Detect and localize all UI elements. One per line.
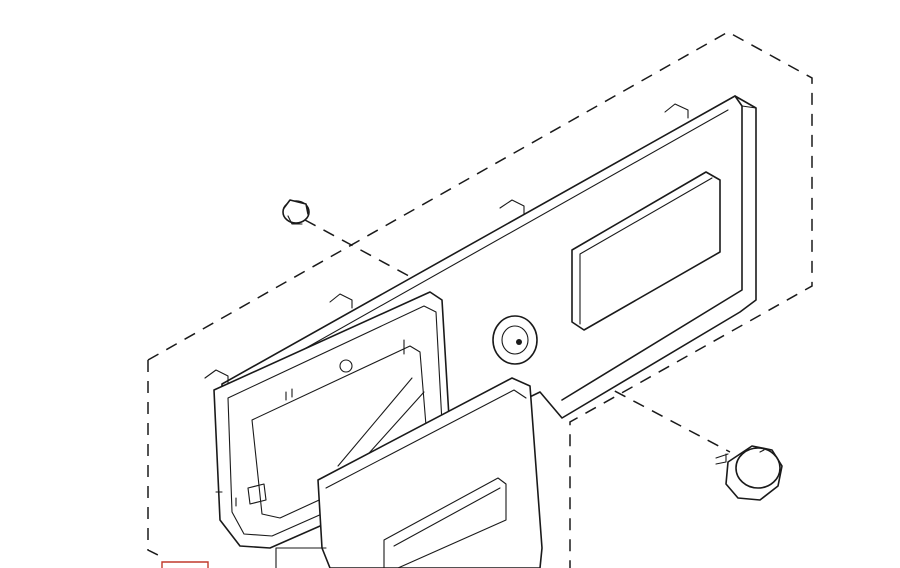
assembly-boundary [147, 31, 813, 568]
mounting-tab [499, 199, 525, 215]
detergent-drawer [317, 377, 543, 568]
leader-line-button [304, 219, 421, 283]
label-box [275, 547, 327, 568]
drawer-handle [383, 477, 507, 568]
knob-hub [492, 315, 538, 365]
indicator-button [282, 199, 310, 225]
mounting-tab [329, 293, 353, 309]
mounting-tab [664, 103, 689, 119]
display-window [571, 171, 721, 331]
gear-icon [339, 359, 353, 373]
highlight-box [161, 561, 209, 568]
leader-line-knob [521, 341, 731, 453]
program-knob [715, 445, 783, 501]
mounting-tab [204, 369, 229, 385]
